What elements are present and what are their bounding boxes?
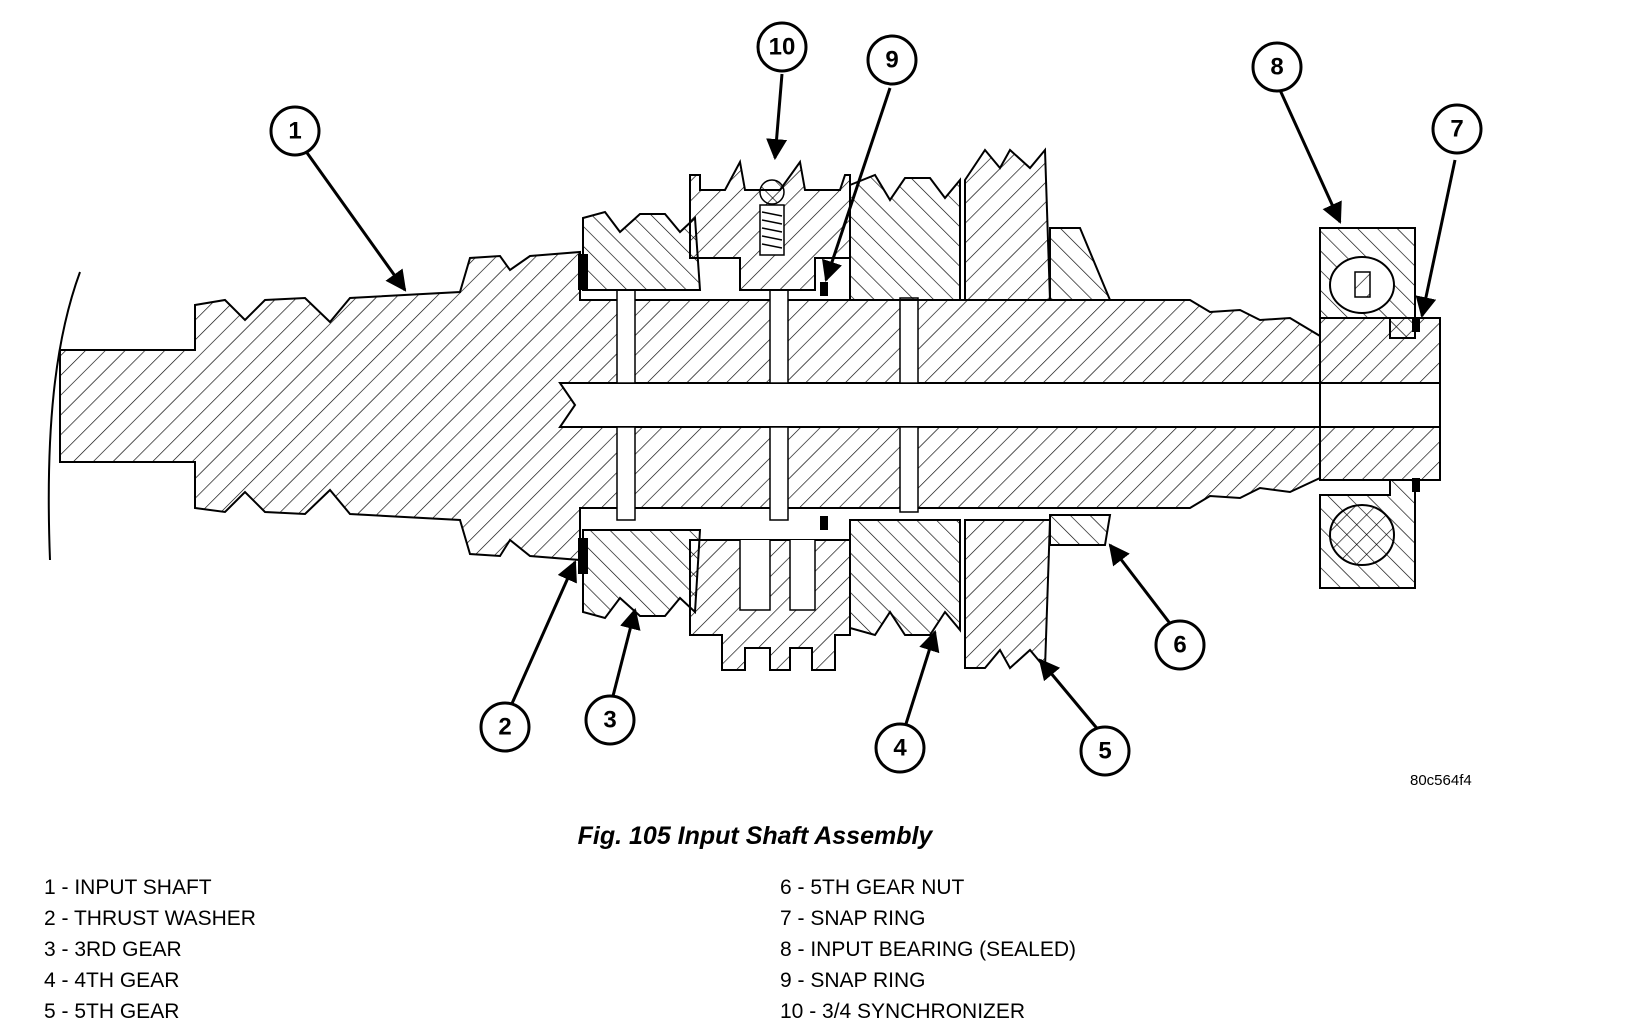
callout-circle-2 (479, 701, 531, 753)
detent-ball (759, 179, 785, 205)
leader-line-6 (1108, 543, 1177, 631)
leader-line-5 (1038, 658, 1102, 733)
snap-ring-9 (820, 282, 828, 296)
fifth-gear-nut (1049, 227, 1112, 301)
legend-item: 2 - THRUST WASHER (44, 907, 256, 930)
fourth-gear (849, 519, 961, 637)
callout-circle-9 (866, 34, 918, 86)
third-gear (582, 529, 702, 620)
leader-line-1 (303, 149, 407, 292)
leader-line-2 (508, 560, 577, 709)
legend-item: 6 - 5TH GEAR NUT (780, 876, 965, 899)
callout-circle-1 (269, 105, 321, 157)
bearing-ball (1329, 504, 1395, 566)
oil-hole (899, 426, 919, 513)
callout-circle-3 (584, 694, 636, 746)
callout-number: 8 (1270, 54, 1283, 81)
fifth-gear (964, 519, 1052, 671)
callout-circle-4 (874, 722, 926, 774)
legend-item: 9 - SNAP RING (780, 969, 926, 992)
callout-number: 9 (885, 47, 898, 74)
legend-item: 3 - 3RD GEAR (44, 938, 182, 961)
legend-item: 4 - 4TH GEAR (44, 969, 180, 992)
legend-item: 5 - 5TH GEAR (44, 1000, 180, 1023)
figure-code: 80c564f4 (1410, 772, 1472, 789)
callout-number: 2 (498, 714, 511, 741)
legend-item: 7 - SNAP RING (780, 907, 926, 930)
callout-number: 5 (1098, 738, 1111, 765)
fifth-gear (964, 147, 1052, 301)
shaft-break-line (47, 271, 81, 561)
figure-title: Fig. 105 Input Shaft Assembly (577, 822, 933, 850)
legend-right: 6 - 5TH GEAR NUT 7 - SNAP RING 8 - INPUT… (780, 872, 1076, 1027)
oil-hole (899, 297, 919, 384)
shaft-bore (558, 382, 1336, 428)
leader-line-4 (903, 629, 940, 728)
callout-number: 10 (769, 34, 796, 61)
callout-number: 3 (603, 707, 616, 734)
oil-hole (616, 426, 636, 521)
fifth-gear-nut (1049, 514, 1112, 546)
leader-line-8 (1278, 89, 1342, 224)
legend-left: 1 - INPUT SHAFT 2 - THRUST WASHER 3 - 3R… (44, 872, 256, 1027)
leader-line-9 (822, 87, 892, 282)
oil-hole (769, 426, 789, 521)
leader-line-10 (766, 73, 788, 161)
callout-number: 1 (288, 118, 301, 145)
leader-line-3 (610, 607, 641, 701)
thrust-washer (578, 538, 588, 574)
fourth-gear (849, 173, 961, 301)
callout-circle-8 (1251, 41, 1303, 93)
callout-circle-7 (1431, 103, 1483, 155)
callout-circle-6 (1154, 619, 1206, 671)
callout-number: 6 (1173, 632, 1186, 659)
snap-ring-7 (1412, 478, 1420, 492)
legend-item: 10 - 3/4 SYNCHRONIZER (780, 1000, 1026, 1023)
legend-item: 8 - INPUT BEARING (SEALED) (780, 938, 1077, 961)
callout-circle-10 (756, 21, 808, 73)
callout-number: 7 (1450, 116, 1463, 143)
thrust-washer (578, 254, 588, 290)
callout-number: 4 (893, 735, 907, 762)
input-shaft-diagram: 1 2 3 4 5 6 7 8 9 10 (47, 21, 1483, 777)
leader-line-7 (1415, 159, 1457, 319)
oil-hole (616, 289, 636, 384)
oil-hole (769, 289, 789, 384)
legend-item: 1 - INPUT SHAFT (44, 876, 212, 899)
third-gear (582, 210, 702, 291)
snap-ring-7 (1412, 318, 1420, 332)
callout-circle-5 (1079, 725, 1131, 777)
snap-ring-9 (820, 516, 828, 530)
